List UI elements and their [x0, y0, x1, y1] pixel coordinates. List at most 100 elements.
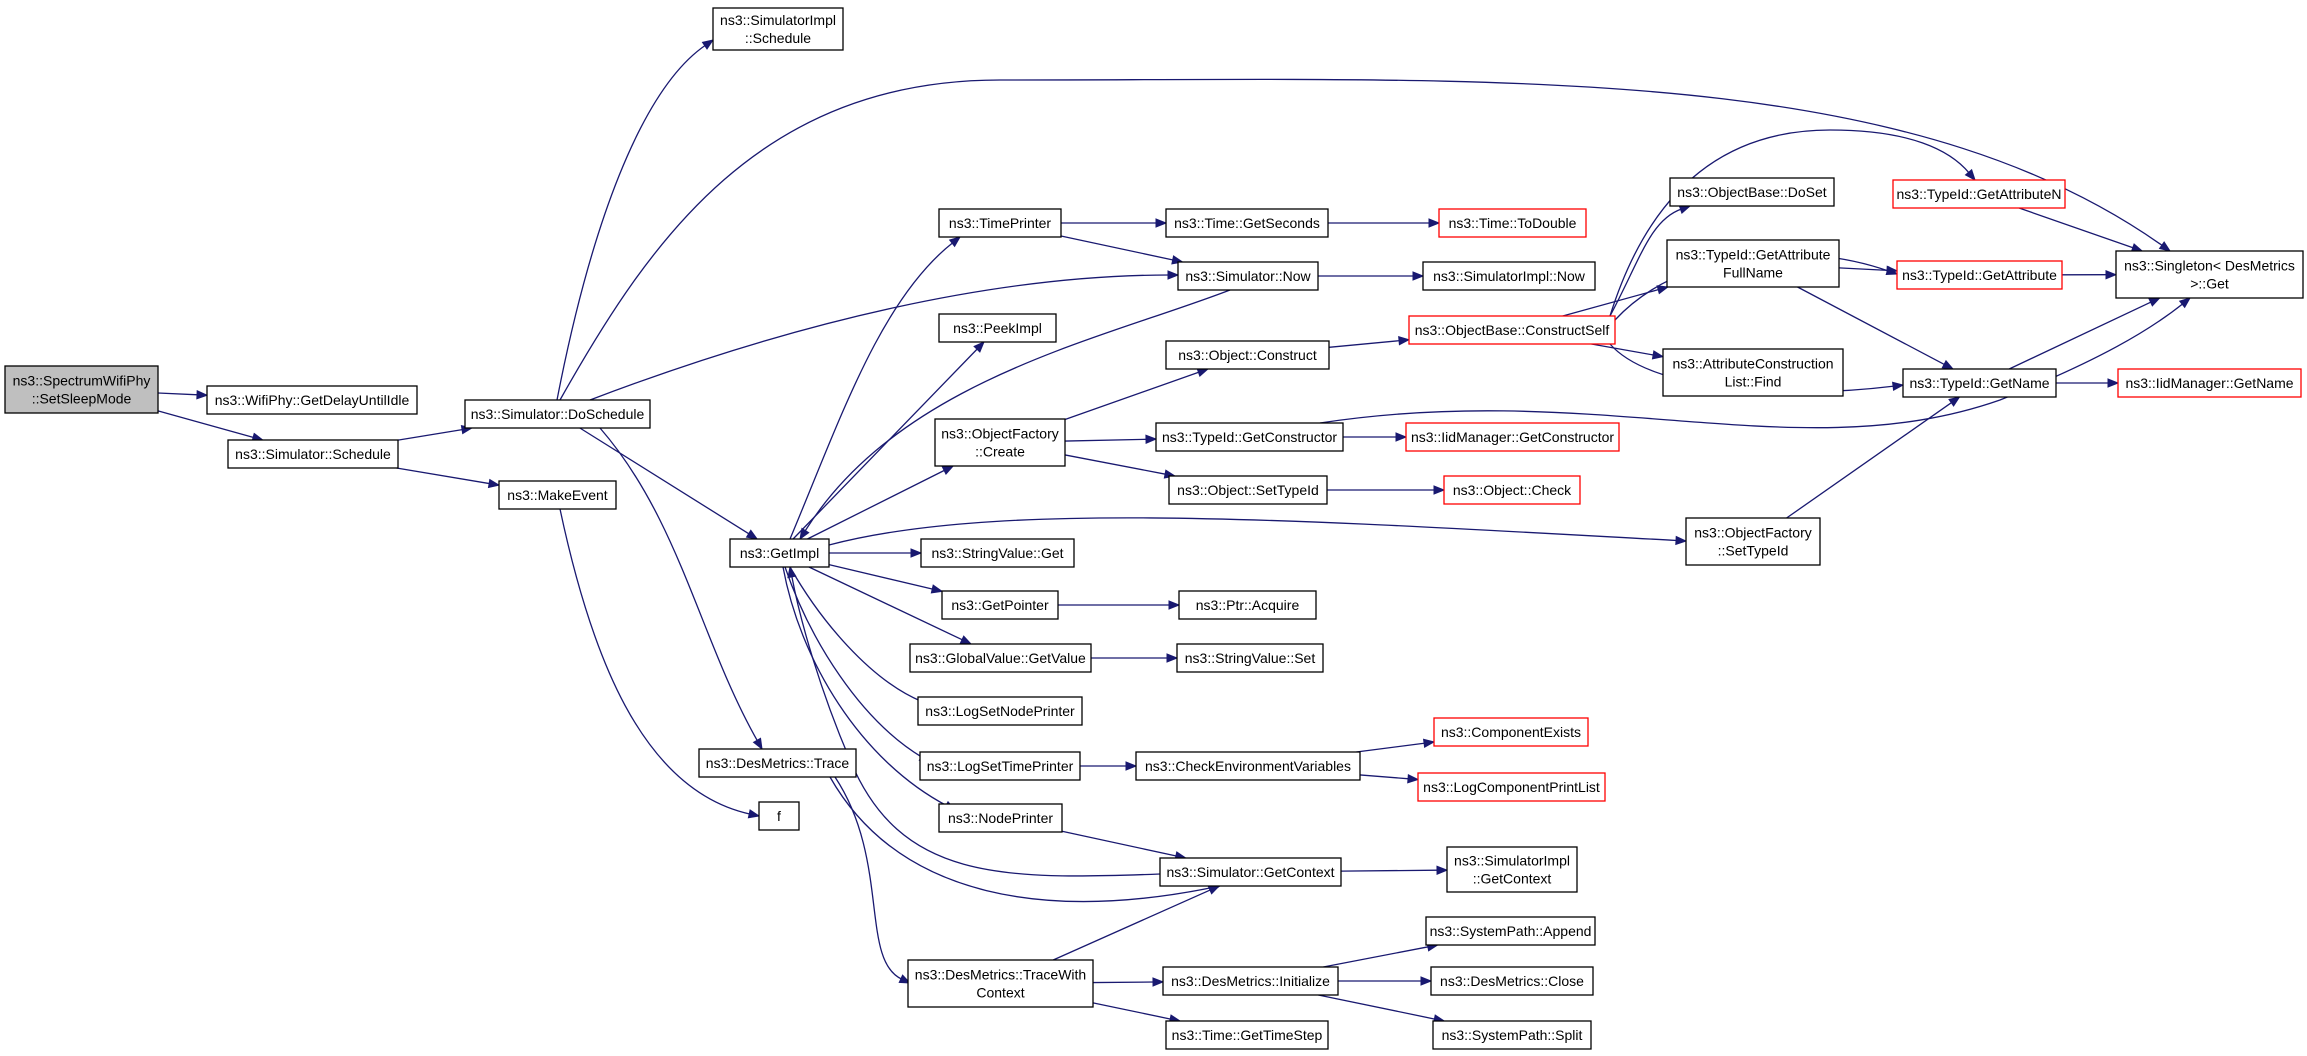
node-lognodeprinter[interactable]: ns3::LogSetNodePrinter: [917, 696, 1083, 726]
node-box[interactable]: [938, 803, 1063, 833]
node-peekimpl[interactable]: ns3::PeekImpl: [938, 313, 1057, 343]
node-box[interactable]: [1155, 422, 1344, 452]
node-timeprinter[interactable]: ns3::TimePrinter: [938, 208, 1062, 238]
node-gettimestep[interactable]: ns3::Time::GetTimeStep: [1165, 1020, 1329, 1050]
node-implschedule[interactable]: ns3::SimulatorImpl::Schedule: [712, 7, 844, 51]
node-box[interactable]: [1425, 916, 1596, 946]
node-box[interactable]: [698, 748, 857, 778]
node-nodeprinter[interactable]: ns3::NodePrinter: [938, 803, 1063, 833]
node-box[interactable]: [729, 538, 830, 568]
node-objconstruct[interactable]: ns3::Object::Construct: [1165, 340, 1330, 370]
node-compexists[interactable]: ns3::ComponentExists: [1433, 717, 1589, 747]
node-box[interactable]: [206, 385, 418, 415]
node-box[interactable]: [1443, 475, 1581, 505]
node-box[interactable]: [1666, 239, 1840, 288]
node-box[interactable]: [1176, 643, 1324, 673]
node-trace[interactable]: ns3::DesMetrics::Trace: [698, 748, 857, 778]
node-box[interactable]: [907, 959, 1094, 1008]
node-box[interactable]: [1438, 208, 1587, 238]
node-getseconds[interactable]: ns3::Time::GetSeconds: [1165, 208, 1329, 238]
node-logcompprint[interactable]: ns3::LogComponentPrintList: [1417, 772, 1606, 802]
node-box[interactable]: [758, 801, 800, 831]
node-simnow[interactable]: ns3::Simulator::Now: [1177, 261, 1319, 291]
node-box[interactable]: [1165, 340, 1330, 370]
node-doschedule[interactable]: ns3::Simulator::DoSchedule: [464, 399, 651, 429]
node-spappend[interactable]: ns3::SystemPath::Append: [1425, 916, 1596, 946]
node-simschedule[interactable]: ns3::Simulator::Schedule: [227, 439, 399, 469]
node-box[interactable]: [938, 313, 1057, 343]
node-ofsettid[interactable]: ns3::ObjectFactory::SetTypeId: [1685, 517, 1821, 566]
node-box[interactable]: [1669, 177, 1835, 207]
node-box[interactable]: [1165, 208, 1329, 238]
node-getdelay[interactable]: ns3::WifiPhy::GetDelayUntilIdle: [206, 385, 418, 415]
node-dmclose[interactable]: ns3::DesMetrics::Close: [1430, 966, 1594, 996]
node-objcheck[interactable]: ns3::Object::Check: [1443, 475, 1581, 505]
node-implnow[interactable]: ns3::SimulatorImpl::Now: [1422, 261, 1596, 291]
node-obdoset[interactable]: ns3::ObjectBase::DoSet: [1669, 177, 1835, 207]
node-box[interactable]: [1165, 1020, 1329, 1050]
node-iidgetctor[interactable]: ns3::IidManager::GetConstructor: [1405, 422, 1620, 452]
node-ptracquire[interactable]: ns3::Ptr::Acquire: [1178, 590, 1317, 620]
node-box[interactable]: [1433, 717, 1589, 747]
node-box[interactable]: [1685, 517, 1821, 566]
node-box[interactable]: [464, 399, 651, 429]
node-todouble[interactable]: ns3::Time::ToDouble: [1438, 208, 1587, 238]
node-getimpl[interactable]: ns3::GetImpl: [729, 538, 830, 568]
node-svget[interactable]: ns3::StringValue::Get: [920, 538, 1075, 568]
node-box[interactable]: [227, 439, 399, 469]
node-box[interactable]: [938, 208, 1062, 238]
node-box[interactable]: [1159, 857, 1342, 887]
node-objsettid[interactable]: ns3::Object::SetTypeId: [1168, 475, 1328, 505]
node-ofcreate[interactable]: ns3::ObjectFactory::Create: [934, 418, 1066, 467]
node-box[interactable]: [1417, 772, 1606, 802]
node-box[interactable]: [1896, 260, 2063, 290]
node-box[interactable]: [2117, 368, 2302, 398]
node-box[interactable]: [934, 418, 1066, 467]
node-box[interactable]: [498, 480, 617, 510]
node-box[interactable]: [919, 751, 1081, 781]
node-box[interactable]: [1408, 315, 1616, 345]
node-logtimeprinter[interactable]: ns3::LogSetTimePrinter: [919, 751, 1081, 781]
node-getpointer[interactable]: ns3::GetPointer: [941, 590, 1059, 620]
node-box[interactable]: [909, 643, 1092, 673]
node-box[interactable]: [1662, 348, 1844, 397]
node-box[interactable]: [1422, 261, 1596, 291]
node-tidgetattrn[interactable]: ns3::TypeId::GetAttributeN: [1892, 179, 2066, 209]
node-dminit[interactable]: ns3::DesMetrics::Initialize: [1162, 966, 1339, 996]
node-f[interactable]: f: [758, 801, 800, 831]
node-constructself[interactable]: ns3::ObjectBase::ConstructSelf: [1408, 315, 1616, 345]
node-box[interactable]: [1135, 751, 1361, 781]
node-box[interactable]: [1902, 368, 2057, 398]
node-spsplit[interactable]: ns3::SystemPath::Split: [1432, 1020, 1592, 1050]
node-box[interactable]: [1168, 475, 1328, 505]
node-box[interactable]: [1446, 846, 1578, 893]
node-gvgetvalue[interactable]: ns3::GlobalValue::GetValue: [909, 643, 1092, 673]
node-box[interactable]: [4, 365, 159, 414]
node-box[interactable]: [712, 7, 844, 51]
node-makeevent[interactable]: ns3::MakeEvent: [498, 480, 617, 510]
node-box[interactable]: [1432, 1020, 1592, 1050]
node-box[interactable]: [2115, 250, 2304, 299]
node-box[interactable]: [1405, 422, 1620, 452]
node-tidgetname[interactable]: ns3::TypeId::GetName: [1902, 368, 2057, 398]
node-checkenv[interactable]: ns3::CheckEnvironmentVariables: [1135, 751, 1361, 781]
node-implgetctx[interactable]: ns3::SimulatorImpl::GetContext: [1446, 846, 1578, 893]
node-box[interactable]: [941, 590, 1059, 620]
node-tidgetattr[interactable]: ns3::TypeId::GetAttribute: [1896, 260, 2063, 290]
node-setsleep[interactable]: ns3::SpectrumWifiPhy::SetSleepMode: [4, 365, 159, 414]
node-box[interactable]: [1430, 966, 1594, 996]
node-box[interactable]: [1162, 966, 1339, 996]
node-box[interactable]: [917, 696, 1083, 726]
node-svset[interactable]: ns3::StringValue::Set: [1176, 643, 1324, 673]
node-box[interactable]: [1892, 179, 2066, 209]
node-simgetctx[interactable]: ns3::Simulator::GetContext: [1159, 857, 1342, 887]
node-box[interactable]: [920, 538, 1075, 568]
node-singleton[interactable]: ns3::Singleton< DesMetrics>::Get: [2115, 250, 2304, 299]
node-tidgetctor[interactable]: ns3::TypeId::GetConstructor: [1155, 422, 1344, 452]
node-box[interactable]: [1177, 261, 1319, 291]
node-iidgetname[interactable]: ns3::IidManager::GetName: [2117, 368, 2302, 398]
node-box[interactable]: [1178, 590, 1317, 620]
